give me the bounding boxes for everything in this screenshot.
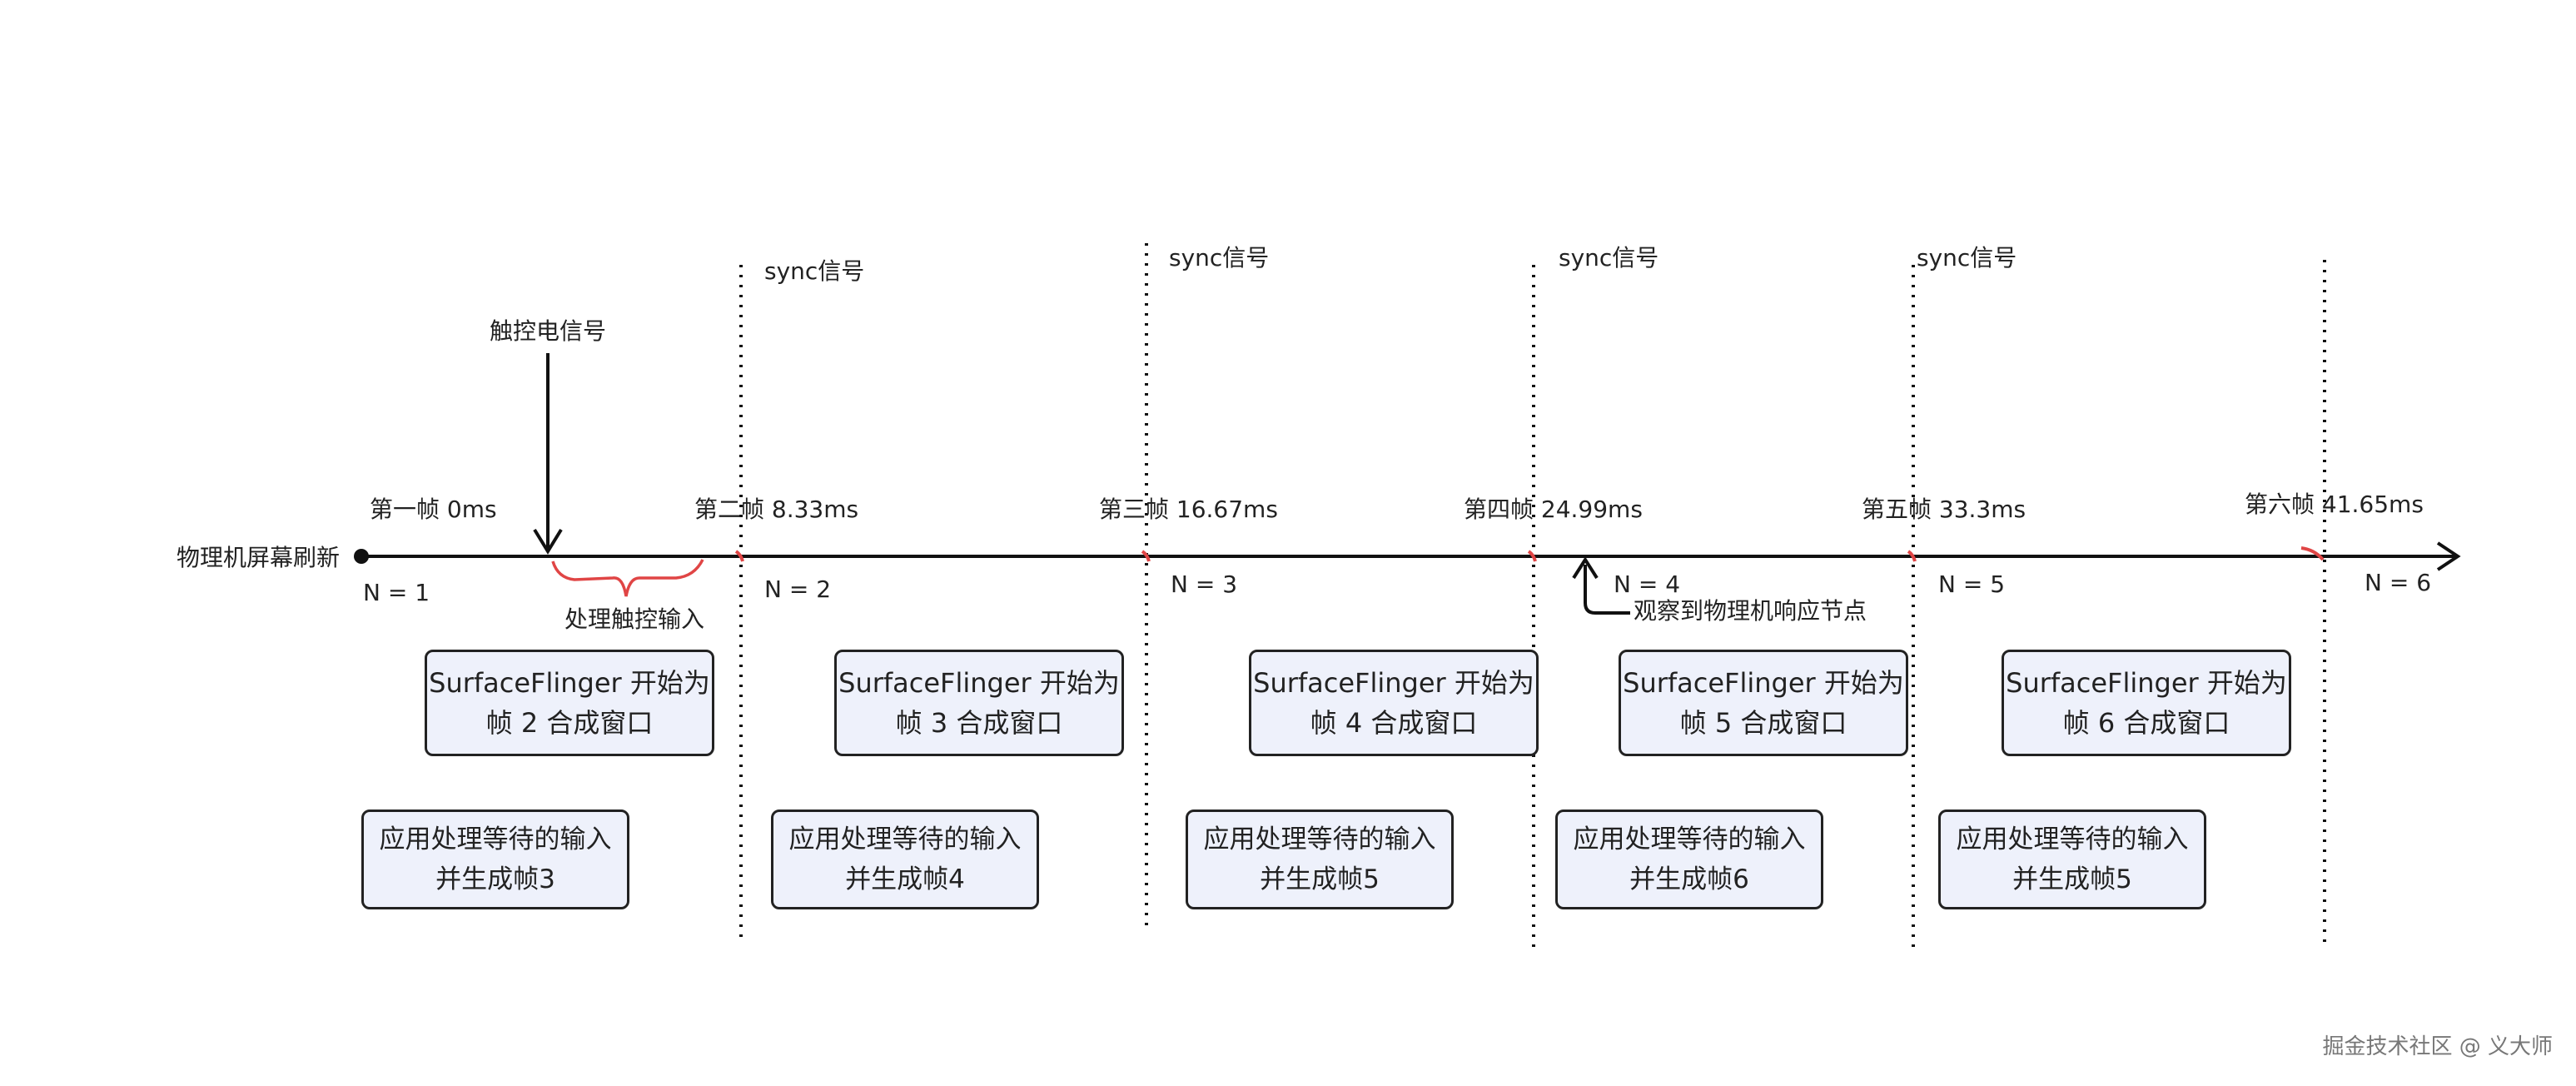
sf-box-line2: 帧 5 合成窗口 xyxy=(1679,707,1847,739)
touch-signal-arrowhead xyxy=(533,528,563,555)
sync-label-3: sync信号 xyxy=(1559,244,1659,272)
frame-label-2: 第二帧 8.33ms xyxy=(694,496,859,523)
frame-n-5: N = 5 xyxy=(1938,570,2006,598)
sf-box-line1: SurfaceFlinger 开始为 xyxy=(2006,667,2287,699)
observe-arrowhead xyxy=(1572,556,1599,580)
frame-label-3: 第三帧 16.67ms xyxy=(1099,496,1278,523)
sync-label-1: sync信号 xyxy=(764,257,865,285)
sf-box-4: SurfaceFlinger 开始为 帧 5 合成窗口 xyxy=(1619,650,1908,756)
app-box-2: 应用处理等待的输入 并生成帧4 xyxy=(771,810,1039,909)
app-box-line2: 并生成帧3 xyxy=(435,864,555,894)
sf-box-2: SurfaceFlinger 开始为 帧 3 合成窗口 xyxy=(834,650,1124,756)
sync-tick-2 xyxy=(1141,550,1151,562)
app-box-line1: 应用处理等待的输入 xyxy=(788,824,1022,854)
frame-label-4: 第四帧 24.99ms xyxy=(1464,496,1643,523)
touch-signal-label: 触控电信号 xyxy=(490,317,607,345)
sf-box-line2: 帧 4 合成窗口 xyxy=(1310,707,1478,739)
sync-tick-1 xyxy=(734,550,744,562)
touch-process-brace xyxy=(551,559,704,597)
sync-tick-5 xyxy=(2300,546,2325,561)
watermark: 掘金技术社区 @ 义大师 xyxy=(2322,1034,2553,1059)
frame-label-6: 第六帧 41.65ms xyxy=(2245,491,2424,518)
observe-label: 观察到物理机响应节点 xyxy=(1634,597,1867,625)
observe-arrow xyxy=(1584,565,1630,615)
frame-n-3: N = 3 xyxy=(1171,570,1238,598)
app-box-line2: 并生成帧5 xyxy=(1260,864,1380,894)
sync-label-2: sync信号 xyxy=(1169,244,1270,272)
frame-label-1: 第一帧 0ms xyxy=(370,496,497,523)
sf-box-5: SurfaceFlinger 开始为 帧 6 合成窗口 xyxy=(2002,650,2291,756)
app-box-line2: 并生成帧6 xyxy=(1629,864,1749,894)
app-box-line2: 并生成帧5 xyxy=(2012,864,2132,894)
frame-label-5: 第五帧 33.3ms xyxy=(1862,496,2026,523)
timeline-arrowhead xyxy=(2436,541,2461,571)
sf-box-line1: SurfaceFlinger 开始为 xyxy=(838,667,1120,699)
app-box-line1: 应用处理等待的输入 xyxy=(1203,824,1436,854)
sf-box-1: SurfaceFlinger 开始为 帧 2 合成窗口 xyxy=(425,650,714,756)
sf-box-line2: 帧 3 合成窗口 xyxy=(895,707,1063,739)
frame-n-4: N = 4 xyxy=(1614,570,1681,598)
app-box-line1: 应用处理等待的输入 xyxy=(1573,824,1806,854)
sync-tick-4 xyxy=(1907,550,1917,562)
timeline-label: 物理机屏幕刷新 xyxy=(177,544,341,571)
frame-n-6: N = 6 xyxy=(2365,569,2432,596)
sf-box-line1: SurfaceFlinger 开始为 xyxy=(1253,667,1534,699)
app-box-1: 应用处理等待的输入 并生成帧3 xyxy=(361,810,629,909)
sf-box-line1: SurfaceFlinger 开始为 xyxy=(1623,667,1904,699)
app-box-3: 应用处理等待的输入 并生成帧5 xyxy=(1186,810,1454,909)
app-box-line2: 并生成帧4 xyxy=(845,864,965,894)
sync-tick-3 xyxy=(1527,550,1537,562)
sf-box-line2: 帧 6 合成窗口 xyxy=(2062,707,2230,739)
touch-process-label: 处理触控输入 xyxy=(564,605,705,633)
app-box-4: 应用处理等待的输入 并生成帧6 xyxy=(1555,810,1823,909)
sync-label-4: sync信号 xyxy=(1917,244,2017,272)
timeline-start-dot xyxy=(354,549,369,564)
frame-n-2: N = 2 xyxy=(764,575,832,603)
sf-box-3: SurfaceFlinger 开始为 帧 4 合成窗口 xyxy=(1249,650,1539,756)
app-box-line1: 应用处理等待的输入 xyxy=(1956,824,2189,854)
frame-n-1: N = 1 xyxy=(363,579,430,606)
sf-box-line2: 帧 2 合成窗口 xyxy=(485,707,654,739)
sf-box-line1: SurfaceFlinger 开始为 xyxy=(429,667,710,699)
app-box-5: 应用处理等待的输入 并生成帧5 xyxy=(1938,810,2206,909)
app-box-line1: 应用处理等待的输入 xyxy=(379,824,612,854)
